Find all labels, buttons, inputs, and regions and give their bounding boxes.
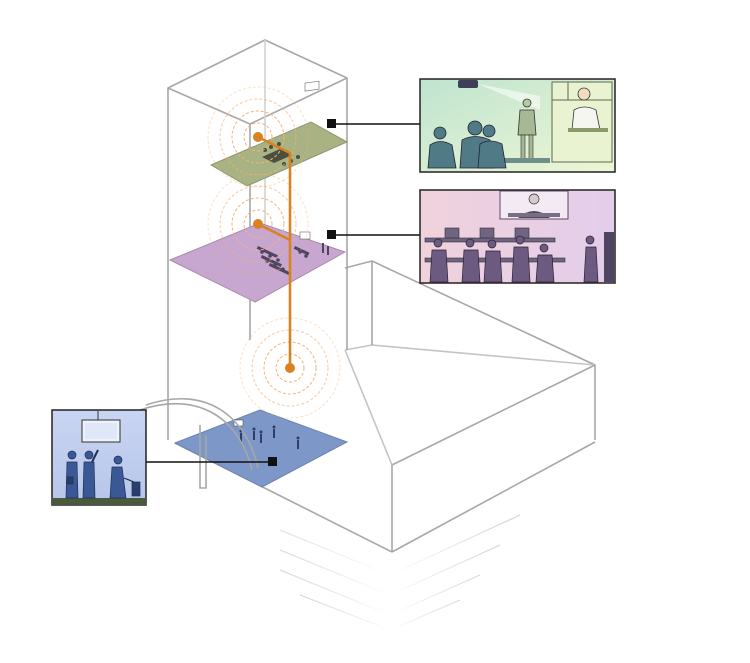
signal-rings — [207, 86, 341, 419]
presenter-person-icon — [517, 98, 537, 160]
desk-icon — [470, 158, 550, 163]
office-desks-icon — [256, 243, 329, 276]
callout-leaders — [146, 119, 420, 466]
signal-route — [253, 132, 295, 373]
callout-marker-icon — [327, 119, 336, 128]
podium-block — [174, 260, 596, 553]
office-person-icon — [429, 235, 599, 283]
ground-reflection — [169, 440, 596, 660]
lobby-person-icon — [65, 449, 141, 499]
callout-panel-meeting — [419, 78, 616, 173]
floor-lobby — [173, 409, 349, 488]
floor-upper — [209, 80, 349, 187]
display-screen-icon — [499, 190, 569, 220]
display-screen-icon — [551, 81, 613, 163]
antenna-signal-icon — [253, 132, 263, 142]
antenna-signal-icon — [285, 363, 295, 373]
display-screen-icon — [81, 419, 121, 443]
callout-panel-office — [419, 189, 616, 284]
callout-panel-lobby — [51, 409, 147, 506]
callout-marker-icon — [268, 457, 277, 466]
meeting-table-icon — [262, 142, 300, 166]
floor-middle — [168, 222, 347, 303]
audience-person-icon — [427, 120, 507, 169]
antenna-signal-icon — [253, 219, 263, 229]
callout-marker-icon — [327, 230, 336, 239]
